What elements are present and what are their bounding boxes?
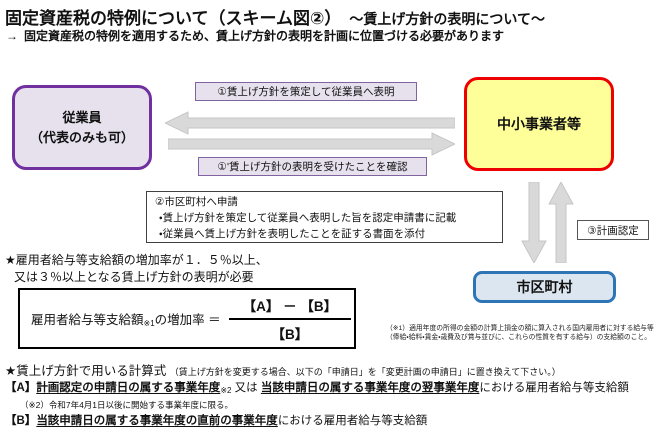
page-title-suffix: ～賃上げ方針の表明について～ — [349, 11, 545, 27]
arrow-left-icon — [165, 111, 455, 135]
footnote-1: （※1）適用年度の所得の金額の計算上損金の額に算入される国内雇用者に対する給与等… — [386, 324, 654, 342]
lead-arrow-icon: → — [6, 29, 18, 43]
footnote-2: （※2）令和7年4月1日以後に開始する事業年度に限る。 — [20, 400, 234, 410]
formula-box: 雇用者給与等支給額※1の増加率 ＝ 【A】 － 【B】 【B】 — [18, 288, 356, 349]
calc-b-prefix: 【B】 — [5, 415, 37, 427]
sme-box: 中小事業者等 — [464, 77, 614, 171]
calc-a-underline2: 当該申請日の属する事業年度の翌事業年度 — [260, 382, 480, 394]
formula-denominator: 【B】 — [271, 326, 309, 342]
calc-line-a: 【A】計画認定の申請日の属する事業年度※2 又は 当該申請日の属する事業年度の翌… — [5, 379, 629, 395]
lead-text: 固定資産税の特例を適用するため、賃上げ方針の表明を計画に位置づける必要があります — [24, 29, 505, 43]
municipality-box: 市区町村 — [473, 271, 616, 303]
application-box-item1: ・賃上げ方針を策定して従業員へ表明した旨を認定申請書に記載 — [159, 211, 457, 224]
step1-confirm-label-text: ①'賃上げ方針の表明を受けたことを確認 — [217, 161, 408, 173]
formula-note-ref: ※1 — [143, 319, 155, 328]
lead-sentence: → 固定資産税の特例を適用するため、賃上げ方針の表明を計画に位置づける必要がありま… — [6, 27, 504, 44]
sme-box-label: 中小事業者等 — [497, 116, 581, 132]
formula-numerator: 【A】 － 【B】 — [228, 295, 352, 320]
step1-confirm-label: ①'賃上げ方針の表明を受けたことを確認 — [198, 157, 427, 176]
application-box-title: ②市区町村へ申請 — [155, 196, 238, 208]
step1-label-text: ①賃上げ方針を策定して従業員へ表明 — [217, 86, 395, 98]
calc-a-note-ref: ※2 — [220, 386, 232, 395]
application-box-item2: ・従業員へ賃上げ方針を表明したことを証する書面を添付 — [159, 227, 426, 240]
municipality-box-label: 市区町村 — [516, 279, 573, 295]
employee-box-line1: 従業員 — [62, 110, 102, 125]
calc-a-prefix: 【A】 — [5, 382, 37, 394]
step3-label: ③計画認定 — [577, 220, 649, 240]
calc-a-rest: における雇用者給与等支給額 — [479, 382, 629, 394]
calc-heading-note: （賃上げ方針を変更する場合、以下の「申請日」を「変更計画の申請日」に置き換えて下… — [169, 367, 561, 377]
footnote-1-line2: （俸給・給料・賃金・歳費及び賞与並びに、これらの性質を有する給与）の支給額のこと… — [386, 334, 652, 342]
arrow-right-icon — [168, 132, 455, 156]
formula-lhs-main: 雇用者給与等支給額 — [31, 313, 144, 327]
page-title: 固定資産税の特例について（スキーム図②） ～賃上げ方針の表明について～ — [5, 4, 545, 29]
calc-a-mid: 又は — [231, 382, 261, 394]
step1-label: ①賃上げ方針を策定して従業員へ表明 — [195, 82, 417, 101]
step3-label-text: ③計画認定 — [587, 224, 639, 237]
employee-box-line2: （代表のみも可） — [29, 129, 134, 145]
footnote-1-line1: （※1）適用年度の所得の金額の計算上損金の額に算入される国内雇用者に対する給与等 — [386, 325, 654, 332]
requirement-line2: 又は３％以上となる賃上げ方針の表明が必要 — [14, 270, 254, 284]
calc-a-underline1: 計画認定の申請日の属する事業年度 — [36, 382, 221, 394]
calc-b-underline: 当該申請日の属する事業年度の直前の事業年度 — [36, 415, 278, 427]
calc-b-rest: における雇用者給与等支給額 — [277, 415, 428, 427]
page-title-main: 固定資産税の特例について（スキーム図②） — [5, 9, 342, 28]
arrow-up-icon — [548, 182, 574, 263]
formula-fraction: 【A】 － 【B】 【B】 — [228, 295, 352, 343]
calc-heading-main: ★賃上げ方針で用いる計算式 — [5, 364, 167, 378]
calc-heading: ★賃上げ方針で用いる計算式 （賃上げ方針を変更する場合、以下の「申請日」を「変更… — [5, 360, 561, 379]
calc-line-b: 【B】当該申請日の属する事業年度の直前の事業年度における雇用者給与等支給額 — [5, 412, 427, 428]
application-box: ②市区町村へ申請 ・賃上げ方針を策定して従業員へ表明した旨を認定申請書に記載 ・… — [146, 191, 503, 243]
formula-lhs: 雇用者給与等支給額※1の増加率 ＝ — [31, 309, 221, 328]
formula-lhs-rest: の増加率 ＝ — [154, 313, 221, 327]
arrow-down-icon — [521, 182, 547, 263]
employee-box: 従業員 （代表のみも可） — [12, 85, 152, 170]
requirement-line1: ★雇用者給与等支給額の増加率が１．５％以上、 — [5, 253, 268, 267]
